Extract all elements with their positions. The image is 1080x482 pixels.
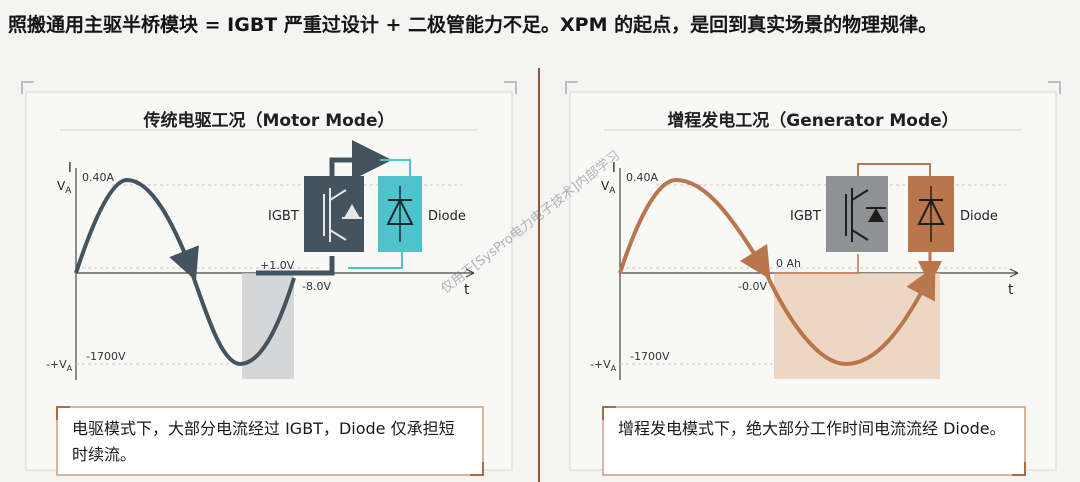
current-waveform-negative: [190, 272, 296, 367]
vce-label: +1.0V: [260, 259, 295, 272]
generator-mode-panel: 增程发电工况（Generator Mode） I VA 0.40A -+VA -…: [556, 68, 1070, 482]
headline: 照搬通用主驱半桥模块 = IGBT 严重过设计 + 二极管能力不足。XPM 的起…: [8, 14, 938, 36]
current-waveform-negative: [764, 265, 936, 367]
generator-mode-caption: 增程发电模式下，绝大部分工作时间电流流经 Diode。: [602, 406, 1026, 476]
axis-va: VA: [57, 179, 72, 196]
neg-va-label: -+VA: [590, 358, 617, 373]
vf-label: -0.0V: [738, 280, 767, 293]
diode-label: Diode: [960, 209, 998, 224]
igbt-label: IGBT: [268, 209, 299, 224]
current-waveform: [618, 177, 771, 280]
axis-t: t: [1008, 282, 1014, 298]
center-divider: [538, 68, 540, 482]
diode-path: [857, 163, 931, 176]
axis-va: VA: [601, 179, 616, 196]
vce-label: 0 Ah: [776, 257, 801, 270]
axis-t: t: [464, 282, 470, 298]
panel-title: 增程发电工况（Generator Mode）: [667, 111, 959, 131]
conduction-path: [256, 256, 335, 276]
caption-text: 增程发电模式下，绝大部分工作时间电流流经 Diode。: [618, 419, 1006, 438]
axis-i: I: [612, 161, 616, 176]
peak-current-label: 0.40A: [626, 171, 658, 184]
igbt-symbol: [323, 188, 347, 242]
generator-waveform-plot: I VA 0.40A -+VA -1700V 0 Ah -0.0V IGBT D…: [590, 161, 1019, 380]
axis-i: I: [68, 161, 72, 176]
panel-title: 传统电驱工况（Motor Mode）: [143, 111, 395, 131]
diode-label: Diode: [428, 209, 466, 224]
peak-current-label: 0.40A: [82, 171, 114, 184]
t-arrow: [465, 268, 475, 278]
t-arrow: [1009, 268, 1019, 278]
neg-peak-label: -1700V: [86, 350, 126, 363]
vf-label: -8.0V: [302, 280, 331, 293]
diode-return-path: [348, 248, 403, 269]
diode-path: [380, 159, 411, 176]
current-waveform: [74, 177, 199, 281]
igbt-symbol: [845, 188, 869, 242]
caption-text: 电驱模式下，大部分电流经过 IGBT，Diode 仅承担短时续流。: [72, 419, 455, 464]
conduction-path: [774, 254, 859, 274]
conduction-path-top: [329, 140, 392, 180]
neg-peak-label: -1700V: [630, 350, 670, 363]
motor-mode-panel: 传统电驱工况（Motor Mode）: [12, 68, 526, 482]
igbt-label: IGBT: [790, 209, 821, 224]
motor-waveform-plot: I VA 0.40A -+VA -1700V +1.0V -8.0V IGBT …: [46, 140, 475, 380]
motor-mode-caption: 电驱模式下，大部分电流经过 IGBT，Diode 仅承担短时续流。: [56, 406, 484, 476]
neg-va-label: -+VA: [46, 358, 73, 373]
